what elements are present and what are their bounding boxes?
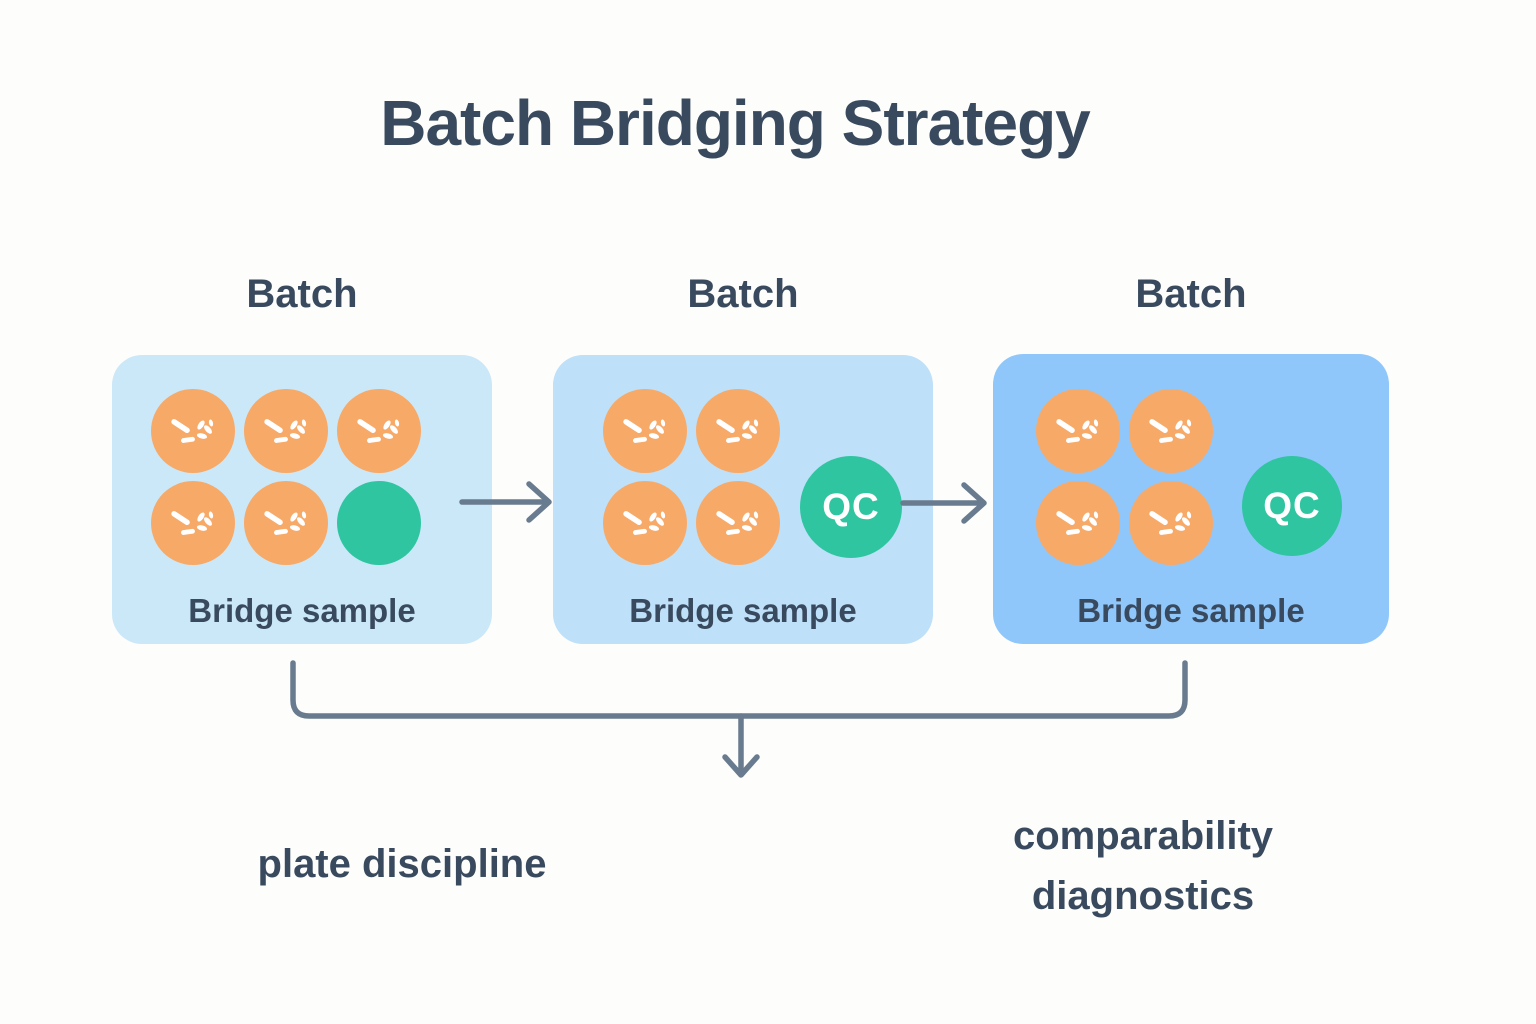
footnote-comparability-diagnostics: comparability diagnostics: [943, 806, 1343, 926]
sample-well-icon: [151, 481, 235, 565]
bridge-sample-label: Bridge sample: [629, 592, 857, 629]
bridge-sample-well-icon: [337, 481, 421, 565]
sample-well-icon: [603, 481, 687, 565]
sample-well-icon: [603, 389, 687, 473]
batch-3-card: QC Bridge sample: [993, 354, 1389, 644]
footnote-line-1: comparability: [1012, 814, 1274, 858]
sample-well-icon: [244, 481, 328, 565]
sample-well-icon: [244, 389, 328, 473]
sample-well-icon: [337, 389, 421, 473]
merge-bracket: [290, 660, 1188, 719]
batch-2-card: QC Bridge sample: [553, 355, 933, 644]
down-arrow: [722, 713, 760, 778]
sample-well-icon: [1036, 389, 1120, 473]
batch-2-label: Batch: [687, 272, 799, 316]
footnote-line-2: diagnostics: [1031, 874, 1255, 918]
sample-well-icon: [151, 389, 235, 473]
batch-2-well-grid: [603, 389, 780, 565]
batch-1-well-grid: [151, 389, 421, 565]
batch-1-card: Bridge sample: [112, 355, 492, 644]
bridge-sample-label: Bridge sample: [1077, 592, 1305, 629]
footnote-plate-discipline: plate discipline: [257, 842, 547, 886]
batch-3-label: Batch: [1135, 272, 1247, 316]
sample-well-icon: [1129, 481, 1213, 565]
bridge-sample-label: Bridge sample: [188, 592, 416, 629]
sample-well-icon: [696, 389, 780, 473]
batch-1-label: Batch: [246, 272, 358, 316]
batch-3-well-grid: [1036, 389, 1213, 565]
sample-well-icon: [1129, 389, 1213, 473]
sample-well-icon: [1036, 481, 1120, 565]
qc-badge: QC: [800, 456, 902, 558]
qc-badge: QC: [1242, 456, 1342, 556]
page-title: Batch Bridging Strategy: [380, 87, 1091, 159]
sample-well-icon: [696, 481, 780, 565]
